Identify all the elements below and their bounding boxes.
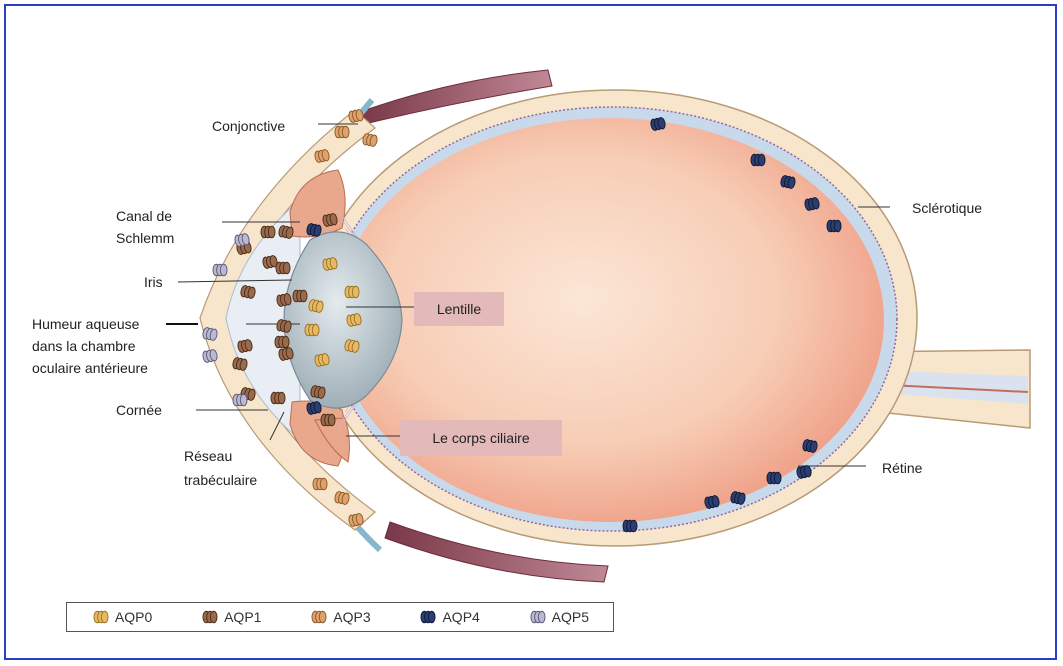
aqp-channel <box>730 491 746 505</box>
aqp0-icon <box>91 609 111 625</box>
aqp-channel <box>780 175 796 189</box>
legend-item-aqp0: AQP0 <box>91 609 152 625</box>
aqp-channel <box>348 109 364 123</box>
aqp-channel <box>308 299 324 313</box>
aqp-channel <box>322 257 338 271</box>
legend-item-aqp5: AQP5 <box>528 609 589 625</box>
legend-label: AQP0 <box>115 609 152 625</box>
aqp-channel <box>271 392 285 404</box>
aqp-channel <box>310 385 326 399</box>
aqp-channel <box>346 313 362 327</box>
legend-label: AQP4 <box>442 609 479 625</box>
legend-item-aqp3: AQP3 <box>309 609 370 625</box>
aqp-channel <box>202 327 218 341</box>
aqp-channel <box>623 520 637 532</box>
label-corps-ciliaire: Le corps ciliaire <box>400 420 562 456</box>
aqp-channel <box>362 133 378 147</box>
aqp-channel <box>531 611 545 623</box>
aqp-channel <box>276 319 292 333</box>
aqp-channel <box>94 611 108 623</box>
aqp-channel <box>421 611 435 623</box>
aqp-channel <box>213 264 227 276</box>
aqp-channel <box>751 154 765 166</box>
aqp-channel <box>802 439 818 453</box>
label-lentille: Lentille <box>414 292 504 326</box>
legend: AQP0 AQP1 AQP3 AQP4 AQP5 <box>66 602 614 632</box>
legend-label: AQP3 <box>333 609 370 625</box>
legend-item-aqp4: AQP4 <box>418 609 479 625</box>
aqp-channel <box>348 513 364 527</box>
aqp-channel <box>234 233 250 247</box>
aqp-channel <box>345 286 359 298</box>
aqp-channel <box>276 262 290 274</box>
aqp-channel <box>306 223 322 237</box>
label-reseau: Réseau <box>184 446 232 466</box>
aqp-channel <box>233 394 247 406</box>
aqp-channel <box>237 339 253 353</box>
aqp-channel <box>305 324 319 336</box>
legend-label: AQP5 <box>552 609 589 625</box>
label-humeur-1: Humeur aqueuse <box>32 314 139 334</box>
aqp-channel <box>314 149 330 163</box>
aqp-channel <box>321 414 335 426</box>
aqp-channel <box>306 401 322 415</box>
label-canal-de: Canal de <box>116 206 172 226</box>
aqp-channel <box>314 353 330 367</box>
aqp-channel <box>767 472 781 484</box>
aqp-channel <box>278 347 294 361</box>
aqp-channel <box>293 290 307 302</box>
aqp-channel <box>804 197 820 211</box>
label-schlemm: Schlemm <box>116 228 174 248</box>
aqp-channel <box>344 339 360 353</box>
aqp-channel <box>704 495 720 509</box>
aqp-channel <box>334 491 350 505</box>
label-retine: Rétine <box>882 458 922 478</box>
aqp-channel <box>650 117 666 131</box>
label-conjonctive: Conjonctive <box>212 116 285 136</box>
legend-label: AQP1 <box>224 609 261 625</box>
aqp-channel <box>202 349 218 363</box>
aqp-channel <box>322 213 338 227</box>
aqp-channel <box>276 293 292 307</box>
aqp4-icon <box>418 609 438 625</box>
aqp1-icon <box>200 609 220 625</box>
aqp-channel <box>232 357 248 371</box>
label-sclerotique: Sclérotique <box>912 198 982 218</box>
aqp-channel <box>796 465 812 479</box>
aqp-channel <box>312 611 326 623</box>
aqp-channel <box>827 220 841 232</box>
aqp-channel <box>335 126 349 138</box>
aqp-channel <box>275 336 289 348</box>
legend-item-aqp1: AQP1 <box>200 609 261 625</box>
aqp-channel <box>261 226 275 238</box>
aqp5-icon <box>528 609 548 625</box>
aqp-channel <box>203 611 217 623</box>
label-iris: Iris <box>144 272 163 292</box>
label-humeur-3: oculaire antérieure <box>32 358 148 378</box>
aqp-channel <box>313 478 327 490</box>
aqp3-icon <box>309 609 329 625</box>
label-cornee: Cornée <box>116 400 162 420</box>
label-trabeculaire: trabéculaire <box>184 470 257 490</box>
aqp-channel <box>240 285 256 299</box>
aqp-channel <box>278 225 294 239</box>
label-humeur-2: dans la chambre <box>32 336 136 356</box>
